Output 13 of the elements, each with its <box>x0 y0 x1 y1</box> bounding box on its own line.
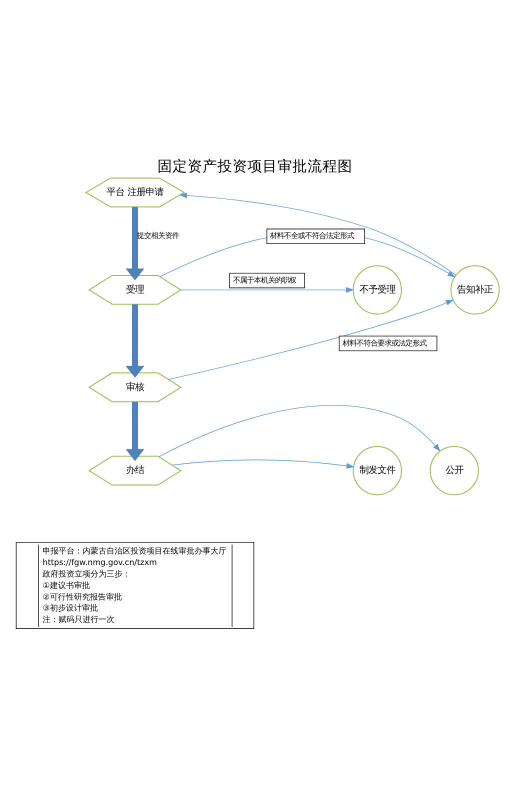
node-circle: 告知补正 <box>450 264 500 314</box>
arrow <box>168 299 454 380</box>
arrow <box>180 286 354 292</box>
node-circle: 制发文件 <box>352 446 402 495</box>
arrow <box>126 401 144 461</box>
arrow <box>126 206 144 280</box>
node-circle: 公开 <box>430 446 479 495</box>
arrow <box>126 304 144 378</box>
arrow <box>172 459 354 468</box>
node-circle: 不予受理 <box>352 264 402 314</box>
arrow <box>158 404 441 457</box>
arrow <box>178 192 456 275</box>
diagram-title: 固定资产投资项目审批流程图 <box>158 158 352 175</box>
